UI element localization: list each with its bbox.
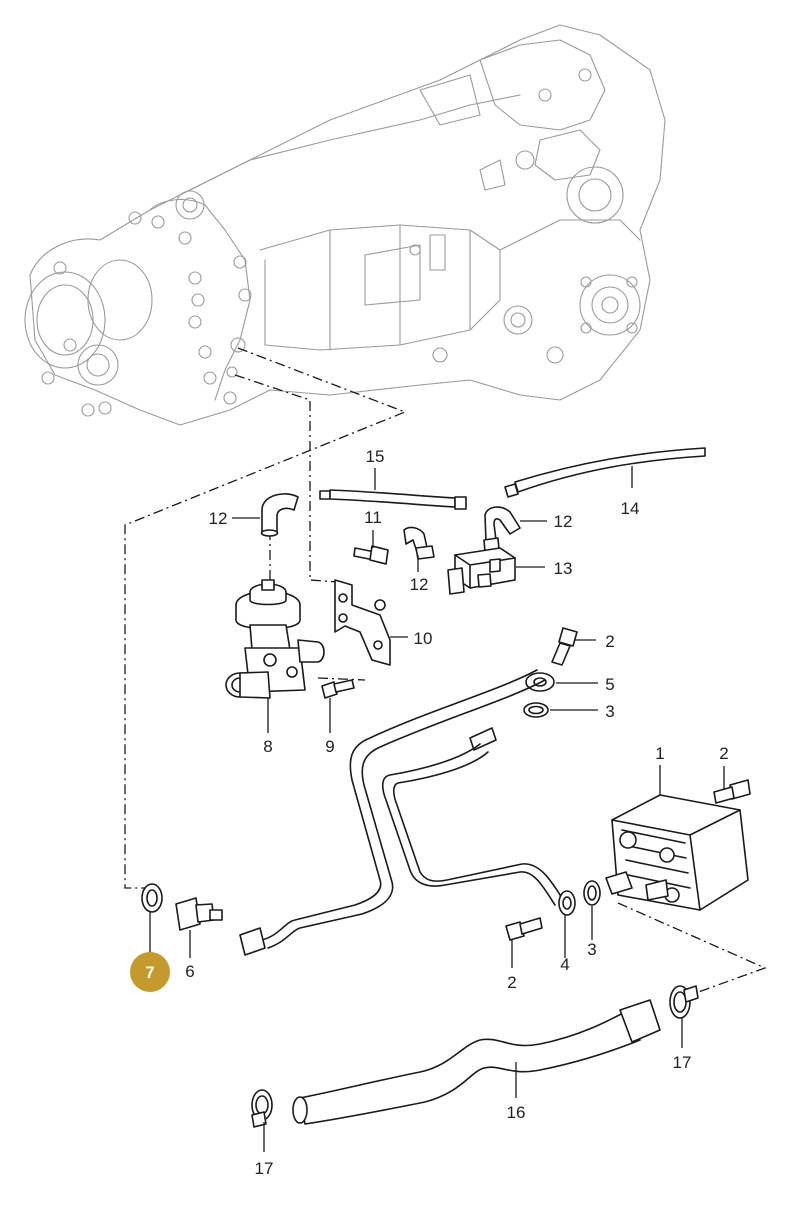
callout-4[interactable]: 4 — [560, 955, 569, 974]
part-16-hose[interactable] — [292, 999, 661, 1125]
part-3-seal-ring-upper[interactable] — [523, 702, 549, 718]
callout-labels: 15 14 12 12 11 12 13 10 2 5 3 8 9 1 2 6 … — [185, 447, 728, 1178]
part-9-bolt[interactable] — [321, 679, 355, 699]
callout-2-upper[interactable]: 2 — [605, 632, 614, 651]
part-6-union-fitting[interactable] — [175, 897, 223, 931]
part-14-vacuum-line[interactable] — [504, 447, 706, 498]
callout-13[interactable]: 13 — [554, 559, 573, 578]
callout-3-lower[interactable]: 3 — [587, 940, 596, 959]
part-12-hose-left[interactable] — [260, 493, 299, 537]
callout-15[interactable]: 15 — [366, 447, 385, 466]
callout-17-right[interactable]: 17 — [673, 1053, 692, 1072]
callout-2-lower[interactable]: 2 — [507, 973, 516, 992]
part-13-solenoid-valve[interactable] — [447, 547, 516, 595]
callout-16[interactable]: 16 — [507, 1103, 526, 1122]
part-17-clamp-left[interactable] — [251, 1089, 273, 1128]
transmission-housing — [24, 24, 666, 426]
part-17-clamp-right[interactable] — [669, 985, 699, 1019]
callout-17-left[interactable]: 17 — [255, 1159, 274, 1178]
part-15-vacuum-line[interactable] — [319, 489, 467, 510]
part-4-oil-line[interactable] — [239, 669, 576, 956]
callout-8[interactable]: 8 — [263, 737, 272, 756]
callout-9[interactable]: 9 — [325, 737, 334, 756]
callout-3-upper[interactable]: 3 — [605, 702, 614, 721]
part-8-egr-valve[interactable] — [225, 579, 325, 699]
callout-11[interactable]: 11 — [364, 508, 382, 527]
callout-2-right[interactable]: 2 — [719, 744, 728, 763]
part-1-oil-cooler[interactable] — [605, 794, 749, 911]
part-12-hose-right[interactable] — [483, 506, 521, 553]
callout-1[interactable]: 1 — [655, 744, 664, 763]
callout-12-left[interactable]: 12 — [209, 509, 228, 528]
leader-lines — [149, 466, 725, 1152]
callout-10[interactable]: 10 — [414, 629, 433, 648]
assembly-reference-lines — [124, 347, 767, 996]
callout-6[interactable]: 6 — [185, 962, 194, 981]
callout-7-selected-badge[interactable]: 7 — [130, 952, 170, 992]
callout-12-right[interactable]: 12 — [554, 512, 573, 531]
part-7-seal-ring[interactable] — [141, 883, 163, 913]
part-2-bolt-upper[interactable] — [551, 627, 578, 666]
callout-12-middle[interactable]: 12 — [410, 575, 429, 594]
part-2-bolt-right[interactable] — [713, 779, 751, 804]
selected-badge-circle[interactable] — [130, 952, 170, 992]
callout-14[interactable]: 14 — [621, 499, 640, 518]
part-3-seal-ring-lower[interactable] — [583, 880, 601, 906]
part-11-bolt[interactable] — [353, 545, 389, 565]
part-2-bolt-lower[interactable] — [505, 917, 543, 941]
callout-7[interactable]: 7 — [145, 963, 154, 982]
part-10-bracket[interactable] — [334, 579, 391, 666]
part-12-hose-middle[interactable] — [403, 526, 435, 560]
callout-5[interactable]: 5 — [605, 675, 614, 694]
